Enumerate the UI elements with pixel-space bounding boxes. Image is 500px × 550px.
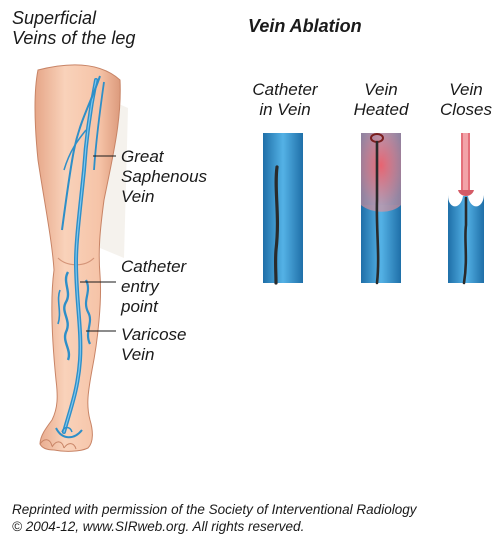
- stage-vein-closes: [448, 133, 484, 285]
- stage-vein-heated: [361, 133, 401, 285]
- stage-label-vein-closes: Vein Closes: [440, 80, 492, 119]
- stage-label-catheter-in-vein: Catheter in Vein: [252, 80, 318, 119]
- label-varicose-vein: Varicose Vein: [121, 325, 187, 364]
- credit-line-2: © 2004-12, www.SIRweb.org. All rights re…: [12, 519, 305, 534]
- leg-illustration: [34, 64, 128, 452]
- stage-catheter-in-vein: [263, 133, 303, 285]
- label-great-saphenous-vein: Great Saphenous Vein: [121, 147, 208, 206]
- label-catheter-entry-point: Catheter entry point: [121, 257, 187, 316]
- leg-title: Superficial Veins of the leg: [12, 8, 136, 48]
- ablation-title: Vein Ablation: [248, 16, 362, 36]
- credit-line-1: Reprinted with permission of the Society…: [12, 502, 417, 517]
- stage-label-vein-heated: Vein Heated: [353, 80, 409, 119]
